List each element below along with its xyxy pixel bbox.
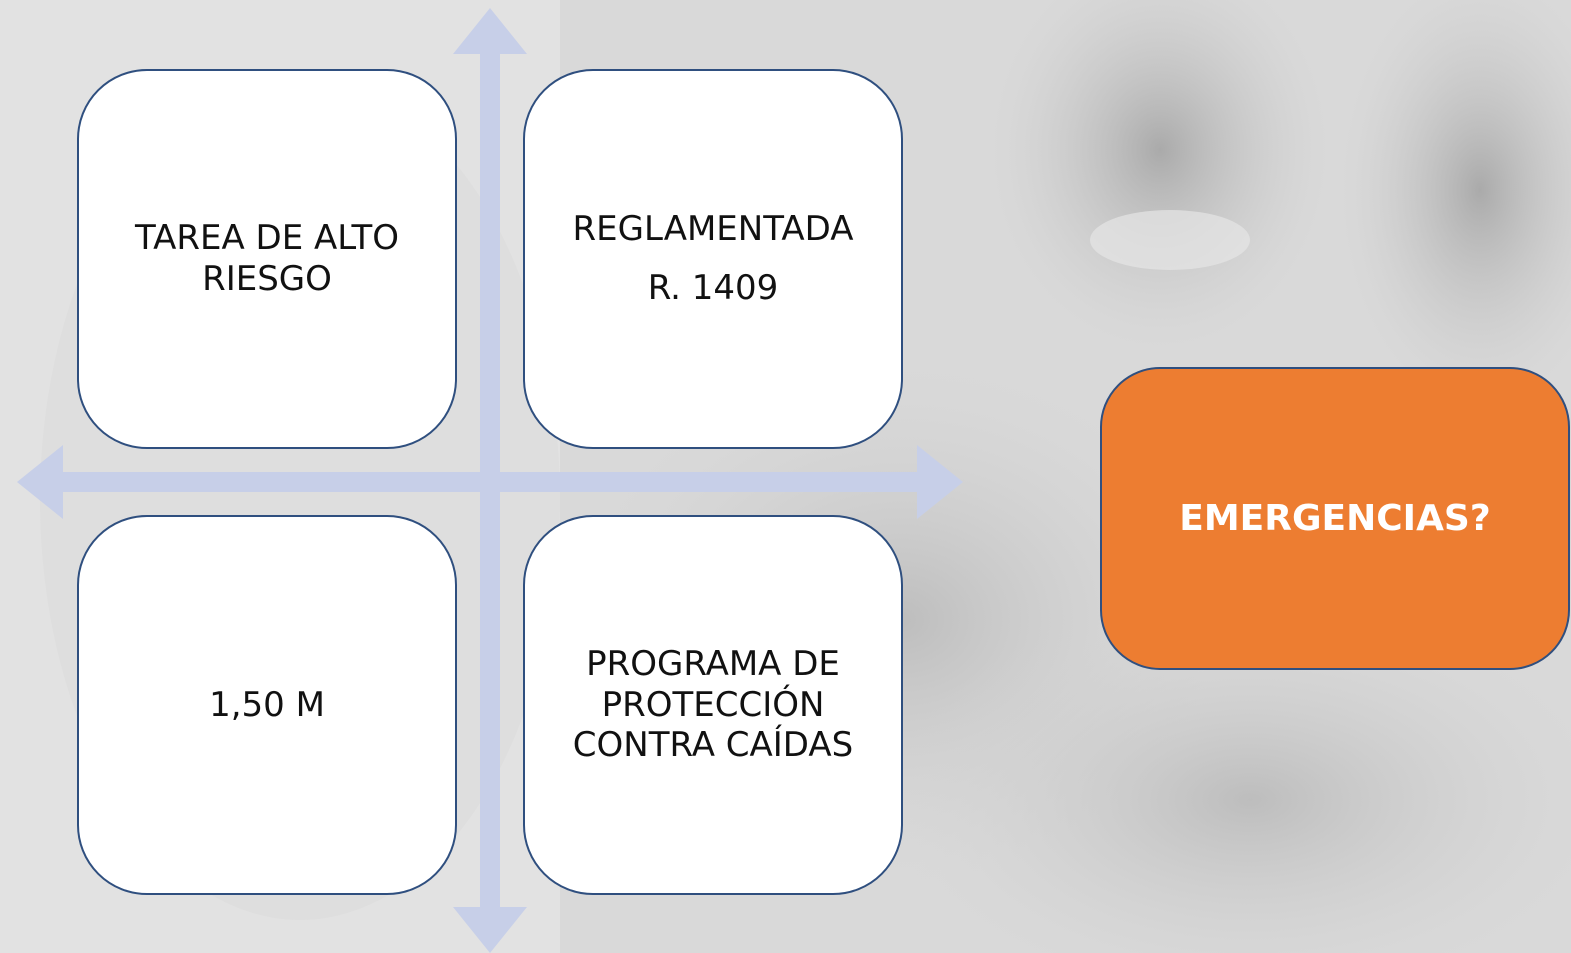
box-altura: 1,50 M	[77, 515, 457, 895]
box-tarea-alto-riesgo: TAREA DE ALTO RIESGO	[77, 69, 457, 449]
box-programa-proteccion-line3: CONTRA CAÍDAS	[572, 725, 854, 766]
box-reglamentada-line1: REGLAMENTADA	[572, 209, 854, 250]
box-programa-proteccion-line2: PROTECCIÓN	[601, 684, 825, 725]
box-tarea-alto-riesgo-line1: TAREA DE ALTO	[134, 218, 400, 259]
box-programa-proteccion: PROGRAMA DE PROTECCIÓN CONTRA CAÍDAS	[523, 515, 903, 895]
box-emergencias-label: EMERGENCIAS?	[1179, 497, 1491, 539]
box-altura-line1: 1,50 M	[209, 684, 325, 725]
box-tarea-alto-riesgo-line2: RIESGO	[202, 259, 332, 299]
box-reglamentada: REGLAMENTADA R. 1409	[523, 69, 903, 449]
box-reglamentada-line2: R. 1409	[647, 268, 779, 308]
box-emergencias: EMERGENCIAS?	[1100, 367, 1570, 670]
box-programa-proteccion-line1: PROGRAMA DE	[586, 643, 840, 684]
horizontal-double-arrow	[17, 445, 963, 519]
